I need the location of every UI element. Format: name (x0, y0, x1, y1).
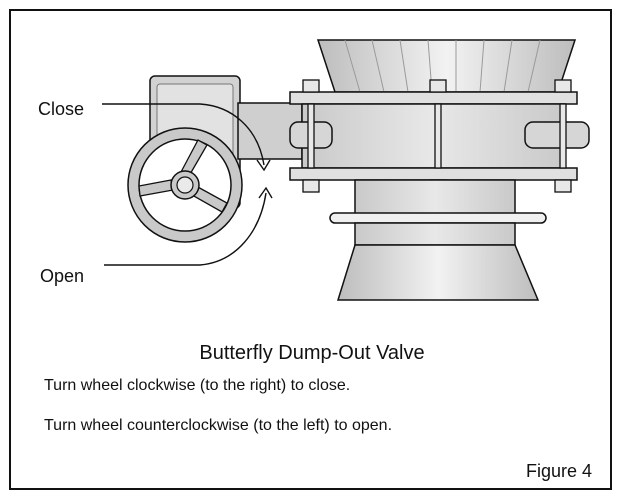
close-arrow (102, 103, 271, 172)
upper-hopper (316, 39, 577, 93)
open-arrow (104, 186, 273, 266)
open-instruction: Turn wheel counterclockwise (to the left… (44, 417, 393, 434)
close-instruction: Turn wheel clockwise (to the right) to c… (44, 377, 351, 394)
lower-chute (329, 179, 547, 301)
close-label: Close (38, 99, 85, 119)
figure-caption: Butterfly Dump-Out Valve (199, 342, 425, 364)
bottom-flange (289, 167, 578, 181)
handwheel (127, 127, 243, 243)
valve-body (301, 103, 566, 169)
open-label: Open (40, 266, 85, 286)
figure-number: Figure 4 (525, 461, 592, 481)
top-flange (289, 91, 578, 105)
right-shaft-boss (524, 121, 590, 149)
flange-bolts (302, 79, 572, 193)
